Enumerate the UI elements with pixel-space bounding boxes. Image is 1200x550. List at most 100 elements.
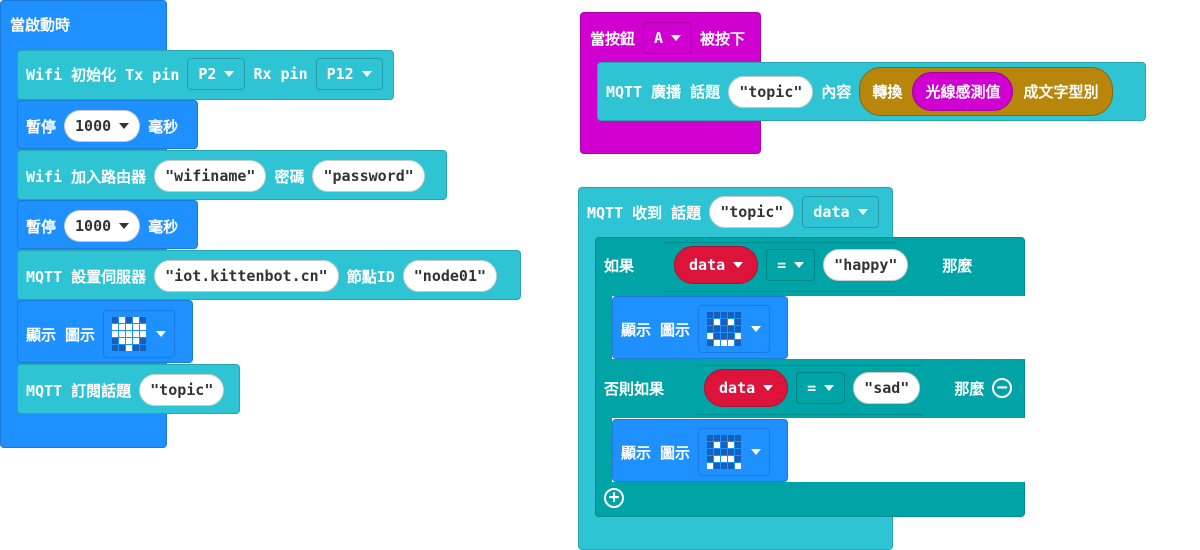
led-cell [140,317,147,323]
button-dropdown[interactable]: A [643,22,693,54]
happy-input[interactable]: "happy" [823,249,909,281]
led-cell [721,456,728,462]
receive-topic-input[interactable]: "topic" [709,196,795,228]
button-label-post: 被按下 [700,29,746,48]
chevron-down-icon [361,71,372,77]
operator-value: = [807,379,817,397]
pause-unit: 毫秒 [148,217,179,236]
led-cell [714,442,721,448]
led-cell [112,324,119,330]
on-start-title: 當啟動時 [10,16,71,34]
led-cell [126,345,133,351]
led-cell [721,435,728,441]
led-cell [728,442,735,448]
chevron-down-icon [224,71,235,77]
subscribe-topic-input[interactable]: "topic" [139,374,225,406]
led-cell [714,449,721,455]
led-cell [714,326,721,332]
else-if-label: 否則如果 [604,379,665,398]
led-cell [721,312,728,318]
chevron-down-icon [824,385,835,391]
led-cell [112,331,119,337]
wifi-join-label: Wifi 加入路由器 [26,167,147,186]
convert-label: 轉換 [872,83,903,101]
convert-to-text-block[interactable]: 轉換 光線感測值 成文字型別 [859,67,1114,116]
led-cell [707,326,714,332]
icon-picker[interactable] [698,428,771,476]
compare-operator-dropdown[interactable]: = [766,249,816,281]
tx-value: P2 [198,65,217,83]
compare-operator-dropdown[interactable]: = [796,372,846,404]
led-cell [735,333,742,339]
chevron-down-icon [733,262,744,268]
led-cell [728,456,735,462]
server-input[interactable]: "iot.kittenbot.cn" [154,260,339,292]
ssid-input[interactable]: "wifiname" [154,160,267,192]
led-cell [721,326,728,332]
led-cell [728,326,735,332]
chevron-down-icon [857,209,868,215]
led-cell [112,338,119,344]
rx-pin-dropdown[interactable]: P12 [315,58,383,90]
led-cell [735,463,742,469]
led-cell [714,333,721,339]
led-cell [721,463,728,469]
led-cell [707,312,714,318]
led-cell [133,324,140,330]
icon-picker[interactable] [698,305,771,353]
led-cell [721,333,728,339]
tx-pin-dropdown[interactable]: P2 [187,58,246,90]
sad-input[interactable]: "sad" [853,372,921,404]
chevron-down-icon [763,385,774,391]
led-cell [126,324,133,330]
led-cell [133,338,140,344]
pause-duration-dropdown[interactable]: 1000 [64,110,141,142]
led-cell [133,331,140,337]
led-cell [735,312,742,318]
led-cell [707,456,714,462]
data-variable-block[interactable]: data [704,369,789,407]
rx-value: P12 [326,65,354,83]
chevron-down-icon [751,449,762,455]
wifi-init-block[interactable] [17,50,394,100]
led-cell [707,463,714,469]
heart-icon [112,317,147,351]
led-cell [728,340,735,346]
led-cell [728,463,735,469]
led-cell [721,449,728,455]
led-cell [707,435,714,441]
led-cell [119,331,126,337]
data-variable-block[interactable]: data [674,246,759,284]
led-cell [735,442,742,448]
led-cell [714,435,721,441]
add-else-if-icon[interactable]: + [604,488,624,508]
icon-picker[interactable] [103,310,176,358]
pause-value: 1000 [75,117,112,135]
led-cell [707,340,714,346]
led-cell [112,317,119,323]
chevron-down-icon [119,123,130,129]
led-cell [119,324,126,330]
password-label: 密碼 [274,167,305,186]
then-label: 那麼 [942,256,973,275]
led-cell [119,338,126,344]
button-label-pre: 當按鈕 [590,29,636,48]
password-input[interactable]: "password" [312,160,425,192]
operator-value: = [777,256,787,274]
led-cell [707,319,714,325]
light-level-block[interactable]: 光線感測值 [912,72,1014,111]
node-id-input[interactable]: "node01" [402,260,498,292]
led-cell [714,319,721,325]
chevron-down-icon [794,262,805,268]
data-variable-dropdown[interactable]: data [802,196,879,228]
show-icon-label: 顯示 圖示 [26,325,96,344]
led-cell [126,331,133,337]
led-cell [728,312,735,318]
pause-duration-dropdown[interactable]: 1000 [64,210,141,242]
led-cell [735,456,742,462]
receive-label: MQTT 收到 話題 [587,203,702,222]
rx-label: Rx pin [253,65,308,83]
publish-topic-input[interactable]: "topic" [728,75,814,108]
led-cell [728,319,735,325]
remove-else-if-icon[interactable]: − [992,378,1013,398]
